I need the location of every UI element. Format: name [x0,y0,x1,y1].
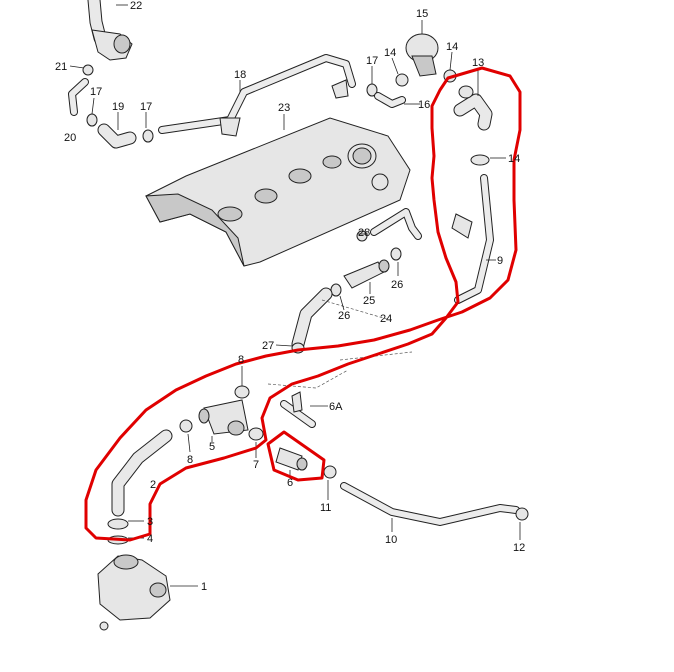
callout-21: 21 [55,61,67,73]
callout-3: 3 [147,516,153,528]
part-8-clamp-upper [234,385,250,399]
part-23-valve-cover [145,117,411,267]
part-hose-27 [291,287,333,351]
callout-13: 13 [472,57,484,69]
part-15-cap [405,33,439,77]
callout-8: 8 [187,454,193,466]
callout-labels: 22 21 17 20 19 17 18 23 15 17 14 14 13 1… [55,0,525,593]
callout-28: 28 [358,227,370,239]
part-6A-fitting [280,391,316,428]
callout-6: 6 [287,477,293,489]
part-19-hose [97,123,137,149]
highlight-outline [84,66,522,542]
leader-lines [69,4,521,587]
callout-17: 17 [366,55,378,67]
part-9-pipe [451,174,494,304]
part-5-tee [198,399,249,436]
part-12-clamp [515,507,529,521]
part-3-oring [107,518,129,530]
callout-20: 20 [64,132,76,144]
part-1-housing [97,554,171,631]
callout-26: 26 [391,279,403,291]
callout-8: 8 [238,354,244,366]
part-28-clip [356,230,368,242]
callout-15: 15 [416,8,428,20]
callout-17: 17 [140,101,152,113]
part-25-valve [343,259,390,289]
part-22-pipe [87,0,133,61]
part-26-clamp-b [330,283,342,297]
callout-27: 27 [262,340,274,352]
part-7-clamp [248,427,264,441]
callout-17: 17 [90,86,102,98]
part-26-clamp-a [390,247,402,261]
part-2-hose [111,429,173,517]
callout-10: 10 [385,534,397,546]
callout-2: 2 [150,479,156,491]
callout-14: 14 [508,153,520,165]
part-10-hose [340,482,520,526]
callout-26: 26 [338,310,350,322]
part-24-hose [370,208,422,240]
callout-7: 7 [253,459,259,471]
part-14-clamp-a [395,73,409,87]
callout-16: 16 [418,99,430,111]
highlight-outline-6 [266,430,326,482]
part-8-clamp-lower [179,419,193,433]
callout-4: 4 [147,533,153,545]
callout-6A: 6A [329,401,343,413]
part-17-clamp-left [86,113,98,127]
callout-14: 14 [384,47,396,59]
part-21-clip [82,64,94,76]
part-11-clamp [323,465,337,479]
callout-11: 11 [320,502,331,514]
callout-1: 1 [201,581,207,593]
callout-25: 25 [363,295,375,307]
part-16-elbow [374,92,406,108]
callout-23: 23 [278,102,290,114]
callout-12: 12 [513,542,525,554]
part-20-hose [68,78,89,116]
callout-14: 14 [446,41,458,53]
callout-19: 19 [112,101,124,113]
callout-9: 9 [497,255,503,267]
part-17-clamp-mid [142,129,154,143]
callout-22: 22 [130,0,142,12]
part-6-valve [275,447,308,471]
part-13-elbow [453,85,493,131]
callout-5: 5 [209,441,215,453]
callout-24: 24 [380,313,392,325]
part-14-clamp-c [470,154,490,166]
callout-18: 18 [234,69,246,81]
part-18-pipe [158,54,356,137]
